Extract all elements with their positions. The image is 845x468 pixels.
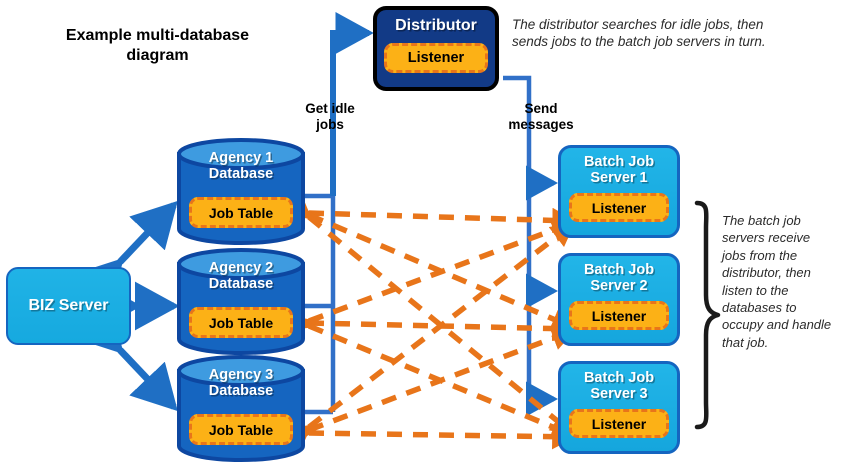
database-label-3: Agency 3 Database <box>208 367 274 400</box>
database-node-1[interactable]: Agency 1 Database Job Table <box>176 138 306 245</box>
distributor-node[interactable]: Distributor Listener <box>373 6 499 91</box>
distributor-listener[interactable]: Listener <box>384 43 488 73</box>
batch-listener-3[interactable]: Listener <box>569 409 669 439</box>
send-messages-arrows <box>526 165 559 417</box>
mesh-db2-bjs1 <box>286 218 576 340</box>
biz-server-node[interactable]: BIZ Server <box>6 267 131 345</box>
job-table-1[interactable]: Job Table <box>189 197 293 228</box>
job-table-3[interactable]: Job Table <box>189 414 293 445</box>
mesh-db3-bjs2 <box>286 326 576 449</box>
jobtable-listener-mesh <box>285 194 576 450</box>
job-table-2[interactable]: Job Table <box>189 307 293 338</box>
batch-job-server-label-3: Batch Job Server 3 <box>583 370 655 403</box>
batch-job-server-2[interactable]: Batch Job Server 2 Listener <box>558 253 680 346</box>
batch-listener-2[interactable]: Listener <box>569 301 669 331</box>
mesh-db3-bjs3 <box>289 420 576 450</box>
biz-server-label: BIZ Server <box>28 297 109 314</box>
page-title: Example multi-database diagram <box>65 27 250 64</box>
flow-label-get-idle-jobs: Get idle jobs <box>305 101 355 132</box>
batch-job-server-3[interactable]: Batch Job Server 3 Listener <box>558 361 680 454</box>
mesh-db2-bjs3 <box>285 306 576 440</box>
batch-servers-brace <box>694 200 721 430</box>
mesh-db1-bjs1 <box>288 199 576 234</box>
batch-servers-caption: The batch job servers receive jobs from … <box>722 213 832 350</box>
mesh-db1-bjs3 <box>285 194 575 436</box>
mesh-db1-bjs2 <box>285 195 576 331</box>
database-label-2: Agency 2 Database <box>208 260 274 293</box>
distributor-label: Distributor <box>395 17 477 34</box>
database-node-2[interactable]: Agency 2 Database Job Table <box>176 248 306 355</box>
flow-label-send-messages: Send messages <box>508 101 574 132</box>
database-node-3[interactable]: Agency 3 Database Job Table <box>176 355 306 462</box>
distributor-caption: The distributor searches for idle jobs, … <box>512 17 766 50</box>
batch-job-server-1[interactable]: Batch Job Server 1 Listener <box>558 145 680 238</box>
mesh-db3-bjs1 <box>285 222 576 450</box>
database-label-1: Agency 1 Database <box>208 150 274 183</box>
batch-listener-1[interactable]: Listener <box>569 193 669 223</box>
batch-job-server-label-2: Batch Job Server 2 <box>583 262 655 295</box>
mesh-db2-bjs2 <box>288 309 576 342</box>
batch-job-server-label-1: Batch Job Server 1 <box>583 154 655 187</box>
